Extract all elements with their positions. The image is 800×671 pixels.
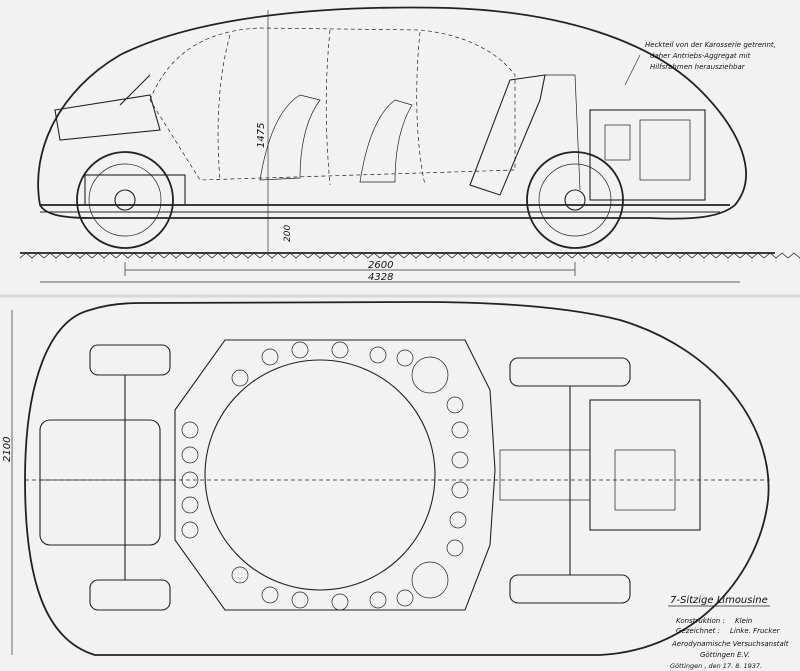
- drawn-signature: Linke. Frucker: [730, 627, 781, 635]
- plan-front-wheel-top: [89, 344, 171, 376]
- height-dimension: 1475: [256, 123, 267, 148]
- length-dimension: 4328: [368, 272, 393, 283]
- plan-floor-circle: [204, 359, 436, 591]
- side-body-outline: [37, 6, 747, 220]
- plan-engine-block: [589, 399, 701, 531]
- clearance-dimension: 200: [283, 225, 293, 242]
- plan-gearbox: [499, 449, 591, 501]
- side-engine-part: [639, 119, 691, 181]
- side-front-gear: [84, 174, 186, 206]
- side-front-wheel: [76, 151, 174, 249]
- plan-view: 2100: [2, 301, 770, 656]
- design-label: Konstruktion :: [676, 617, 725, 625]
- note-leader: [624, 54, 641, 86]
- wheelbase-dimension: 2600: [368, 260, 393, 271]
- plan-rear-wheel-bottom: [509, 574, 631, 604]
- note-line-2: daher Antriebs-Aggregat mit: [650, 52, 751, 60]
- side-seat-rear: [359, 99, 413, 183]
- institute-city: Göttingen E.V.: [700, 651, 750, 659]
- ground-hatching: [19, 252, 800, 259]
- width-dimension: 2100: [2, 437, 13, 462]
- side-engine-part: [604, 124, 631, 161]
- side-cabin-outline: [149, 27, 516, 181]
- side-radiator: [469, 74, 546, 196]
- note-line-3: Hilfsrahmen herausziehbar: [650, 63, 746, 71]
- side-bulkhead: [545, 74, 581, 191]
- plan-front-subframe: [39, 419, 161, 546]
- side-steering: [54, 74, 161, 141]
- plan-rear-wheel-top: [509, 357, 631, 387]
- institute-name: Aerodynamische Versuchsanstalt: [671, 640, 789, 648]
- side-view: 1475 200 2600 4328 Heckteil von der Karo…: [19, 6, 800, 283]
- drawn-label: Gezeichnet :: [676, 627, 720, 635]
- side-door-line: [217, 29, 426, 186]
- side-engine-block: [589, 109, 706, 201]
- side-rear-wheel: [526, 151, 624, 249]
- note-line-1: Heckteil von der Karosserie getrennt,: [645, 41, 776, 49]
- plan-frame-holes: [181, 341, 469, 611]
- plan-front-wheel-bottom: [89, 579, 171, 611]
- drawing-title: 7-Sitzige Limousine: [670, 595, 768, 606]
- plan-body-outline: [24, 301, 770, 656]
- design-signature: Klein: [735, 617, 752, 625]
- drawing-date: Göttingen , den 17. 8. 1937.: [670, 662, 762, 670]
- side-seat-front: [259, 94, 321, 181]
- plan-frame-plate: [174, 339, 496, 611]
- title-block: 7-Sitzige Limousine Konstruktion : Klein…: [668, 595, 789, 670]
